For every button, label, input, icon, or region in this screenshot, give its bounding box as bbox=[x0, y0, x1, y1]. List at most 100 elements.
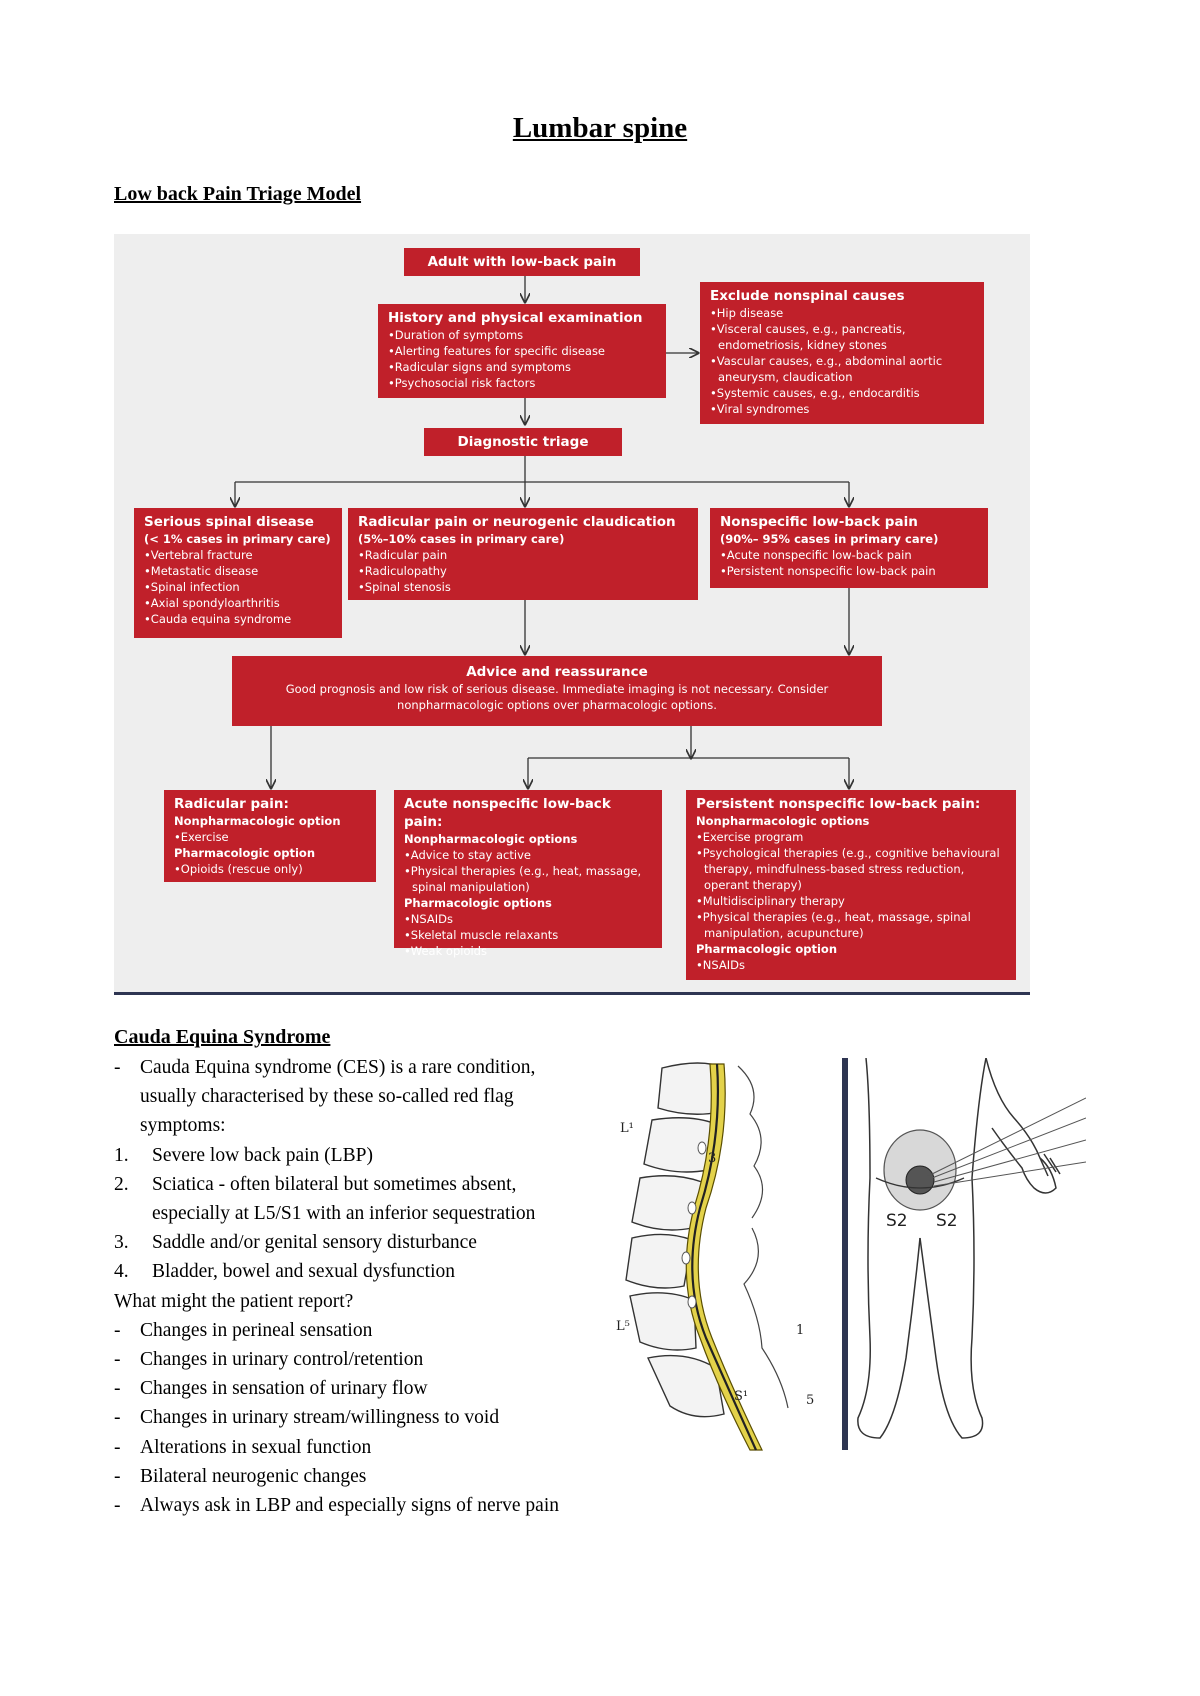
list-number: 3. bbox=[114, 1232, 129, 1254]
pharm-heading: Pharmacologic option bbox=[174, 846, 316, 860]
dermatome-illustration: S2 S2 bbox=[842, 1058, 1086, 1450]
list-item: 1. Severe low back pain (LBP) bbox=[114, 1141, 624, 1170]
dash-marker: - bbox=[114, 1495, 121, 1517]
cauda-intro: Cauda Equina syndrome (CES) is a rare co… bbox=[140, 1057, 536, 1137]
list-item: - Cauda Equina syndrome (CES) is a rare … bbox=[114, 1053, 624, 1141]
report-text: Changes in perineal sensation bbox=[140, 1319, 373, 1341]
list-item: •Visceral causes, e.g., pancreatis, endo… bbox=[710, 322, 906, 352]
list-item: 4. Bladder, bowel and sexual dysfunction bbox=[114, 1257, 624, 1286]
dermatome-label: S2 bbox=[886, 1211, 908, 1231]
list-item: •Metastatic disease bbox=[144, 564, 259, 578]
list-item: •Multidisciplinary therapy bbox=[696, 894, 845, 908]
list-item: •Exercise bbox=[174, 830, 229, 844]
hand-fingers bbox=[1039, 1153, 1061, 1177]
flow-arrows bbox=[114, 276, 1030, 992]
list-item: •Viral syndromes bbox=[710, 402, 810, 416]
list-item: 3. Saddle and/or genital sensory disturba… bbox=[114, 1228, 624, 1257]
box-adult-label: Adult with low-back pain bbox=[427, 254, 617, 270]
box-radicular-title: Radicular pain or neurogenic claudicatio… bbox=[358, 514, 676, 530]
spinous-process-line bbox=[743, 1227, 789, 1409]
dash-marker: - bbox=[114, 1436, 121, 1458]
list-item: •Spinal stenosis bbox=[358, 580, 451, 594]
box-nonspecific: Nonspecific low-back pain (90%– 95% case… bbox=[710, 508, 988, 588]
list-item: •Radiculopathy bbox=[358, 564, 447, 578]
spinal-canal-line bbox=[691, 1063, 758, 1451]
report-text: Alterations in sexual function bbox=[140, 1436, 372, 1458]
spine-label: 3 bbox=[708, 1151, 716, 1166]
list-item: •Vertebral fracture bbox=[144, 548, 253, 562]
report-question: What might the patient report? bbox=[114, 1290, 354, 1312]
list-item: -Changes in sensation of urinary flow bbox=[114, 1374, 624, 1403]
dash-marker: - bbox=[114, 1057, 121, 1078]
box-exclude: Exclude nonspinal causes •Hip disease •V… bbox=[700, 282, 984, 424]
box-serious: Serious spinal disease (< 1% cases in pr… bbox=[134, 508, 342, 638]
vertebra-shape bbox=[629, 1292, 697, 1351]
box-history-title: History and physical examination bbox=[388, 310, 643, 326]
nonpharm-heading: Nonpharmacologic options bbox=[404, 832, 578, 846]
list-item: •Axial spondyloarthritis bbox=[144, 596, 280, 610]
list-item: -Changes in perineal sensation bbox=[114, 1316, 624, 1345]
report-text: Always ask in LBP and especially signs o… bbox=[140, 1495, 559, 1517]
spine-label: 1 bbox=[796, 1323, 804, 1338]
list-item: -Always ask in LBP and especially signs … bbox=[114, 1491, 700, 1520]
list-item: •NSAIDs bbox=[404, 912, 454, 926]
box-advice-text: Good prognosis and low risk of serious d… bbox=[285, 682, 829, 712]
list-item: -Changes in urinary control/retention bbox=[114, 1345, 624, 1374]
list-item: •Exercise program bbox=[696, 830, 804, 844]
box-radicular-treatment-title: Radicular pain: bbox=[174, 796, 289, 812]
spine-label: L⁵ bbox=[616, 1319, 630, 1334]
right-leg-outline bbox=[919, 1058, 987, 1439]
box-triage-label: Diagnostic triage bbox=[457, 434, 589, 450]
list-number: 1. bbox=[114, 1144, 129, 1166]
dermatome-label: S2 bbox=[936, 1211, 958, 1231]
red-flag-text: Severe low back pain (LBP) bbox=[152, 1144, 373, 1166]
nonpharm-heading: Nonpharmacologic option bbox=[174, 814, 341, 828]
spine-label: S¹ bbox=[734, 1389, 748, 1404]
list-item: •Spinal infection bbox=[144, 580, 240, 594]
triage-heading: Low back Pain Triage Model bbox=[114, 183, 362, 205]
list-item: •Persistent nonspecific low-back pain bbox=[720, 564, 936, 578]
arm-outline bbox=[985, 1058, 1057, 1194]
divider-bar bbox=[842, 1058, 848, 1450]
box-radicular-treatment: Radicular pain: Nonpharmacologic option … bbox=[164, 790, 376, 882]
report-text: Changes in urinary control/retention bbox=[140, 1349, 424, 1371]
list-item: •Cauda equina syndrome bbox=[144, 612, 292, 626]
box-radicular: Radicular pain or neurogenic claudicatio… bbox=[348, 508, 698, 600]
list-item: •Hip disease bbox=[710, 306, 784, 320]
spine-label: L¹ bbox=[620, 1121, 634, 1136]
sacrum-shape bbox=[646, 1354, 725, 1418]
box-history: History and physical examination •Durati… bbox=[378, 304, 666, 398]
red-flag-text: Saddle and/or genital sensory disturbanc… bbox=[152, 1232, 477, 1254]
cauda-heading: Cauda Equina Syndrome bbox=[114, 1026, 331, 1048]
list-item: -Alterations in sexual function bbox=[114, 1433, 624, 1462]
vertebra-shape bbox=[625, 1233, 693, 1289]
list-item: •Weak opioids bbox=[404, 944, 487, 958]
report-text: Changes in sensation of urinary flow bbox=[140, 1378, 428, 1400]
list-item: •Acute nonspecific low-back pain bbox=[720, 548, 912, 562]
box-adult: Adult with low-back pain bbox=[404, 248, 640, 276]
list-number: 4. bbox=[114, 1261, 129, 1283]
nonpharm-heading: Nonpharmacologic options bbox=[696, 814, 870, 828]
red-flag-text: Sciatica - often bilateral but sometimes… bbox=[152, 1173, 536, 1225]
box-acute-treatment: Acute nonspecific low-back pain: Nonphar… bbox=[394, 790, 662, 958]
list-item: •Physical therapies (e.g., heat, massage… bbox=[404, 864, 642, 894]
list-item: •Physical therapies (e.g., heat, massage… bbox=[696, 910, 971, 940]
box-nonspecific-title: Nonspecific low-back pain bbox=[720, 514, 918, 530]
list-item: •Opioids (rescue only) bbox=[174, 862, 303, 876]
box-exclude-title: Exclude nonspinal causes bbox=[710, 288, 905, 304]
left-leg-outline bbox=[857, 1058, 921, 1439]
red-flag-text: Bladder, bowel and sexual dysfunction bbox=[152, 1261, 456, 1283]
box-advice-title: Advice and reassurance bbox=[466, 664, 648, 680]
list-item: •Advice to stay active bbox=[404, 848, 531, 862]
pharm-heading: Pharmacologic option bbox=[696, 942, 838, 956]
report-text: Bilateral neurogenic changes bbox=[140, 1465, 367, 1487]
dash-marker: - bbox=[114, 1407, 121, 1429]
box-persistent-treatment: Persistent nonspecific low-back pain: No… bbox=[686, 790, 1016, 980]
report-text: Changes in urinary stream/willingness to… bbox=[140, 1407, 500, 1429]
box-radicular-subtitle: (5%–10% cases in primary care) bbox=[358, 532, 565, 546]
box-serious-subtitle: (< 1% cases in primary care) bbox=[144, 532, 331, 546]
gluteal-fold bbox=[875, 1177, 965, 1189]
list-item: -Bilateral neurogenic changes bbox=[114, 1462, 624, 1491]
list-item: •Skeletal muscle relaxants bbox=[404, 928, 559, 942]
list-item: •Psychosocial risk factors bbox=[388, 376, 536, 390]
